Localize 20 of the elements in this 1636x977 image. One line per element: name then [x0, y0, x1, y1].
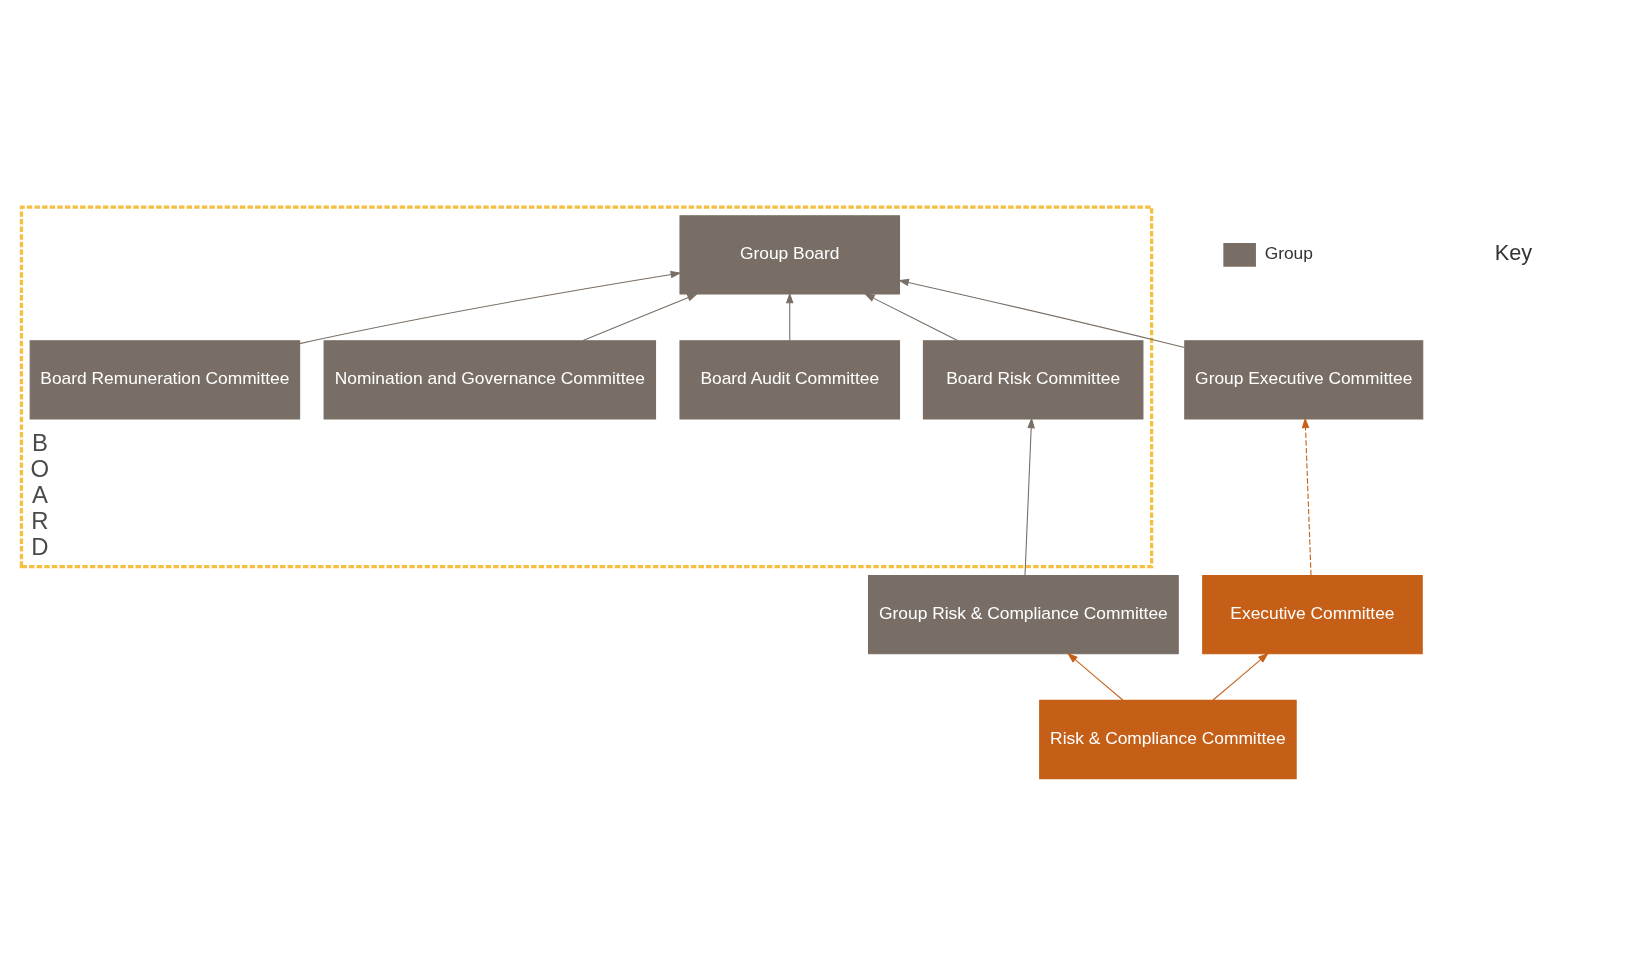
arrow — [1212, 652, 1269, 701]
node-box: Risk & Compliance Committee — [1039, 699, 1297, 780]
arrow — [1024, 417, 1035, 576]
arrow — [785, 292, 794, 342]
arrow — [582, 293, 699, 342]
node-box: Board Audit Committee — [679, 340, 901, 420]
arrow — [1301, 417, 1312, 576]
label: Key — [1494, 240, 1533, 266]
arrow — [299, 270, 682, 345]
node-box: Board Remuneration Committee — [29, 340, 301, 420]
legend-label: Group — [1264, 242, 1313, 263]
arrow — [863, 293, 959, 342]
arrow — [1067, 652, 1124, 701]
node-box: Group Executive Committee — [1184, 340, 1424, 420]
node-box: Group Risk & Compliance Committee — [868, 574, 1179, 655]
node-box: Nomination and Governance Committee — [323, 340, 657, 420]
node-box: Group Board — [679, 215, 901, 295]
node-box: Executive Committee — [1202, 574, 1423, 655]
arrow — [898, 278, 1186, 349]
node-box: Board Risk Committee — [922, 340, 1144, 420]
